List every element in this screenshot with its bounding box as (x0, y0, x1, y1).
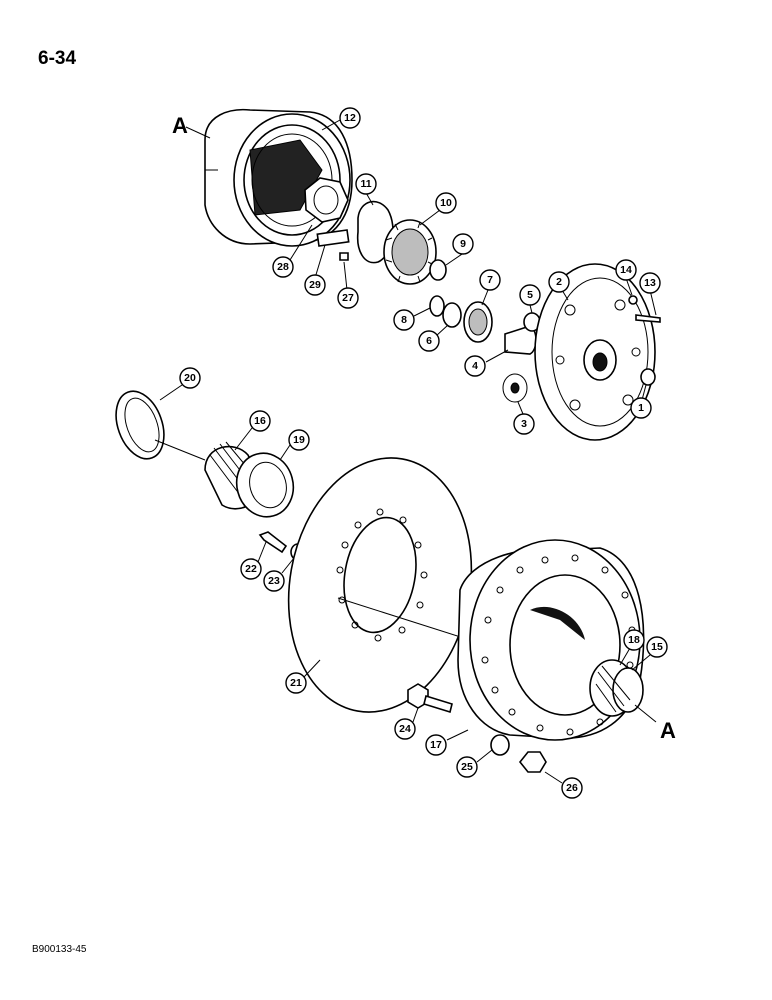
locknut (304, 177, 349, 223)
outer-bearing (589, 659, 644, 717)
callout-5: 5 (519, 284, 541, 306)
callout-18: 18 (623, 629, 645, 651)
callout-12: 12 (339, 107, 361, 129)
snap-ring (429, 259, 447, 281)
svg-text:18: 18 (628, 634, 640, 646)
callout-1: 1 (630, 397, 652, 419)
svg-text:15: 15 (651, 641, 663, 653)
oil-seal (115, 390, 165, 460)
reference-letter-a-top: A (172, 113, 188, 138)
callout-11: 11 (355, 173, 377, 195)
planet-carrier-cover (534, 263, 656, 441)
callout-4: 4 (464, 355, 486, 377)
callout-3: 3 (513, 413, 535, 435)
carrier-washer (628, 295, 638, 305)
callout-9: 9 (452, 233, 474, 255)
svg-text:21: 21 (290, 677, 302, 689)
callout-7: 7 (479, 269, 501, 291)
wheel-nut (518, 751, 547, 773)
wheel-washer (490, 734, 510, 756)
callout-22: 22 (240, 558, 262, 580)
svg-text:26: 26 (566, 782, 578, 794)
callout-21: 21 (285, 672, 307, 694)
brake-disc (287, 457, 473, 713)
lock-plate-bolt (339, 252, 349, 261)
carrier-bolt (635, 314, 661, 323)
lock-plate (316, 229, 350, 247)
svg-text:14: 14 (620, 264, 632, 276)
svg-text:23: 23 (268, 575, 280, 587)
callout-10: 10 (435, 192, 457, 214)
planet-gear-large (383, 219, 437, 285)
callout-28: 28 (272, 256, 294, 278)
svg-text:9: 9 (460, 238, 466, 250)
callout-16: 16 (249, 410, 271, 432)
svg-text:22: 22 (245, 563, 257, 575)
callout-19: 19 (288, 429, 310, 451)
callout-25: 25 (456, 756, 478, 778)
svg-text:24: 24 (399, 723, 411, 735)
svg-text:11: 11 (360, 178, 371, 190)
washer-6 (442, 302, 462, 328)
callout-17: 17 (425, 734, 447, 756)
callout-15: 15 (646, 636, 668, 658)
callout-20: 20 (179, 367, 201, 389)
callout-29: 29 (304, 274, 326, 296)
callout-13: 13 (639, 272, 661, 294)
svg-text:5: 5 (527, 289, 533, 301)
svg-text:13: 13 (644, 277, 656, 289)
page-number: 6-34 (38, 48, 77, 69)
svg-text:1: 1 (638, 402, 644, 414)
fill-plug (640, 368, 656, 386)
callout-24: 24 (394, 718, 416, 740)
svg-text:8: 8 (401, 314, 407, 326)
wheel-stud (407, 683, 453, 714)
svg-text:10: 10 (440, 197, 452, 209)
svg-text:17: 17 (430, 739, 442, 751)
sun-gear (463, 301, 493, 343)
callout-27: 27 (337, 287, 359, 309)
svg-text:25: 25 (461, 761, 473, 773)
callout-2: 2 (548, 271, 570, 293)
svg-text:7: 7 (487, 274, 493, 286)
callout-14: 14 (615, 259, 637, 281)
svg-text:19: 19 (293, 434, 305, 446)
svg-text:2: 2 (556, 276, 562, 288)
callout-23: 23 (263, 570, 285, 592)
set-screw (502, 373, 528, 403)
callout-8: 8 (393, 309, 415, 331)
svg-text:6: 6 (426, 335, 432, 347)
svg-text:4: 4 (472, 360, 478, 372)
svg-text:16: 16 (254, 415, 266, 427)
hub-bolt (258, 531, 288, 554)
svg-text:20: 20 (184, 372, 196, 384)
document-id: B900133-45 (32, 944, 87, 955)
svg-text:12: 12 (344, 112, 356, 124)
washer-8 (429, 295, 445, 317)
svg-text:27: 27 (342, 292, 354, 304)
callout-26: 26 (561, 777, 583, 799)
ring-gear-housing (204, 108, 353, 247)
svg-text:28: 28 (277, 261, 289, 273)
svg-text:3: 3 (521, 418, 527, 430)
reference-letter-a-bottom: A (660, 718, 676, 743)
inner-bearing-cup (235, 452, 295, 518)
svg-text:29: 29 (309, 279, 321, 291)
callout-6: 6 (418, 330, 440, 352)
